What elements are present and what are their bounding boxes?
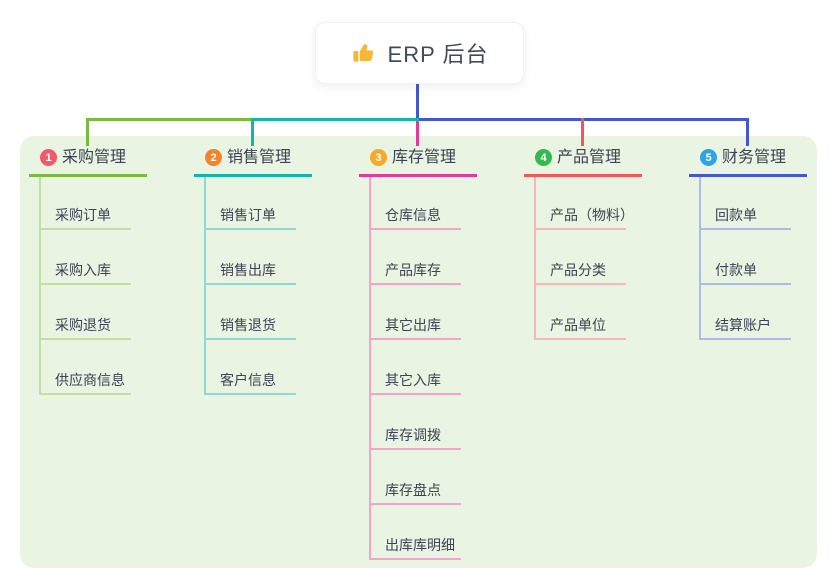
thumbs-up-icon [352, 44, 373, 62]
branch-children-connector [369, 177, 371, 560]
child-node[interactable]: 库存调拨 [369, 418, 461, 450]
root-node-label: ERP 后台 [387, 42, 489, 67]
branch-title-underline [359, 174, 477, 177]
child-node[interactable]: 其它入库 [369, 363, 461, 395]
child-node[interactable]: 采购入库 [39, 253, 131, 285]
branch-title-underline [689, 174, 807, 177]
child-node[interactable]: 销售订单 [204, 198, 296, 230]
branch-number-badge: 1 [40, 149, 57, 166]
child-node[interactable]: 库存盘点 [369, 473, 461, 505]
child-node[interactable]: 采购退货 [39, 308, 131, 340]
branch-number-badge: 4 [535, 149, 552, 166]
branch-title[interactable]: 库存管理 [392, 149, 457, 166]
child-node[interactable]: 采购订单 [39, 198, 131, 230]
branch-title-underline [524, 174, 642, 177]
connector-drop-line [251, 118, 254, 146]
child-node[interactable]: 销售出库 [204, 253, 296, 285]
child-node[interactable]: 产品库存 [369, 253, 461, 285]
branch-title[interactable]: 财务管理 [722, 149, 787, 166]
connector-segment-left [86, 118, 251, 121]
branch-number-badge: 3 [370, 149, 387, 166]
branch-title[interactable]: 销售管理 [227, 149, 292, 166]
branch-title[interactable]: 产品管理 [557, 149, 622, 166]
child-node[interactable]: 仓库信息 [369, 198, 461, 230]
connector-drop-line [416, 121, 419, 146]
branch-children-connector [39, 177, 41, 395]
branch-title-underline [194, 174, 312, 177]
branch-children-connector [699, 177, 701, 340]
child-node[interactable]: 结算账户 [699, 308, 791, 340]
child-node[interactable]: 供应商信息 [39, 363, 131, 395]
branches-panel [20, 136, 817, 568]
branch-title[interactable]: 采购管理 [62, 149, 127, 166]
child-node[interactable]: 其它出库 [369, 308, 461, 340]
child-node[interactable]: 回款单 [699, 198, 791, 230]
child-node[interactable]: 出库库明细 [369, 528, 461, 560]
child-node[interactable]: 付款单 [699, 253, 791, 285]
child-node[interactable]: 销售退货 [204, 308, 296, 340]
root-connector-stem [416, 83, 419, 121]
connector-drop-line [581, 118, 584, 146]
connector-segment-mid [251, 118, 419, 121]
branch-children-connector [204, 177, 206, 395]
connector-drop-line [86, 118, 89, 146]
child-node[interactable]: 产品（物料） [534, 198, 634, 230]
child-node[interactable]: 客户信息 [204, 363, 296, 395]
branch-children-connector [534, 177, 536, 340]
child-node[interactable]: 产品分类 [534, 253, 626, 285]
branch-number-badge: 5 [700, 149, 717, 166]
connector-drop-line [746, 118, 749, 146]
root-node[interactable]: ERP 后台 [315, 22, 524, 84]
branch-number-badge: 2 [205, 149, 222, 166]
child-node[interactable]: 产品单位 [534, 308, 626, 340]
branch-title-underline [29, 174, 147, 177]
